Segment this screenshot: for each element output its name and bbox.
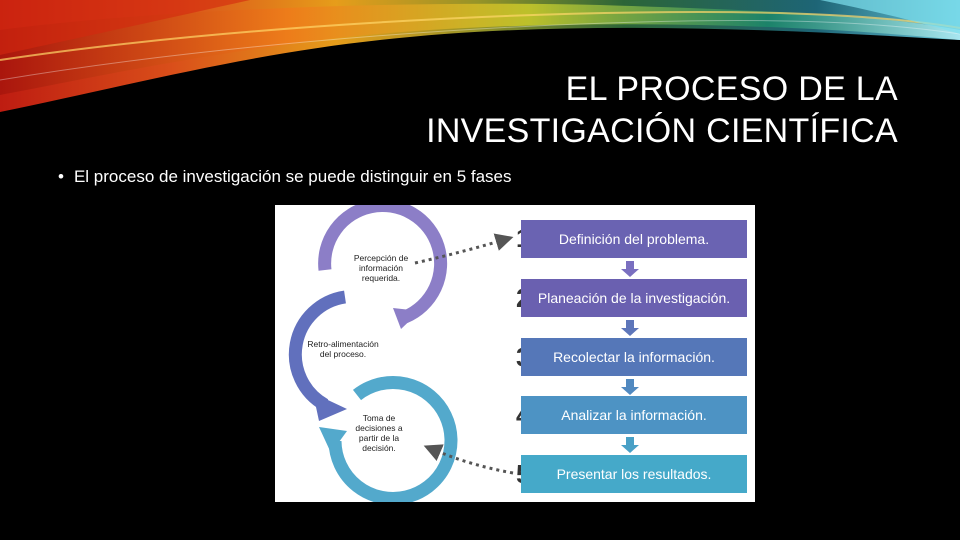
step-arrow-2 bbox=[621, 320, 639, 336]
bullet-dot-icon: • bbox=[58, 167, 64, 186]
bullet-text: El proceso de investigación se puede dis… bbox=[74, 167, 512, 186]
step-box-2: Planeación de la investigación. bbox=[521, 279, 747, 317]
step-arrow-1 bbox=[621, 261, 639, 277]
step-label-2: Planeación de la investigación. bbox=[538, 290, 730, 307]
step-label-1: Definición del problema. bbox=[559, 231, 709, 248]
step-label-3: Recolectar la información. bbox=[553, 349, 715, 366]
title-line-2: INVESTIGACIÓN CIENTÍFICA bbox=[426, 110, 898, 152]
slide-title: EL PROCESO DE LA INVESTIGACIÓN CIENTÍFIC… bbox=[426, 68, 898, 152]
step-arrow-3 bbox=[621, 379, 639, 395]
step-label-4: Analizar la información. bbox=[561, 407, 707, 424]
step-label-5: Presentar los resultados. bbox=[557, 466, 712, 483]
cycle-arrowhead-middle bbox=[313, 393, 347, 421]
cycle-arrowhead-bottom bbox=[319, 427, 347, 453]
cycle-text-decision: Toma de decisiones a partir de la decisi… bbox=[347, 413, 411, 453]
step-box-5: Presentar los resultados. bbox=[521, 455, 747, 493]
process-diagram: Percepción de información requerida. Ret… bbox=[275, 205, 755, 502]
step-box-1: Definición del problema. bbox=[521, 220, 747, 258]
step-arrow-4 bbox=[621, 437, 639, 453]
step-box-4: Analizar la información. bbox=[521, 396, 747, 434]
title-line-1: EL PROCESO DE LA bbox=[426, 68, 898, 110]
connector-arrow-top bbox=[415, 238, 510, 263]
cycle-text-feedback: Retro-alimentación del proceso. bbox=[303, 339, 383, 359]
cycle-text-perception: Percepción de información requerida. bbox=[343, 253, 419, 283]
step-box-3: Recolectar la información. bbox=[521, 338, 747, 376]
bullet-point: • El proceso de investigación se puede di… bbox=[58, 166, 512, 188]
